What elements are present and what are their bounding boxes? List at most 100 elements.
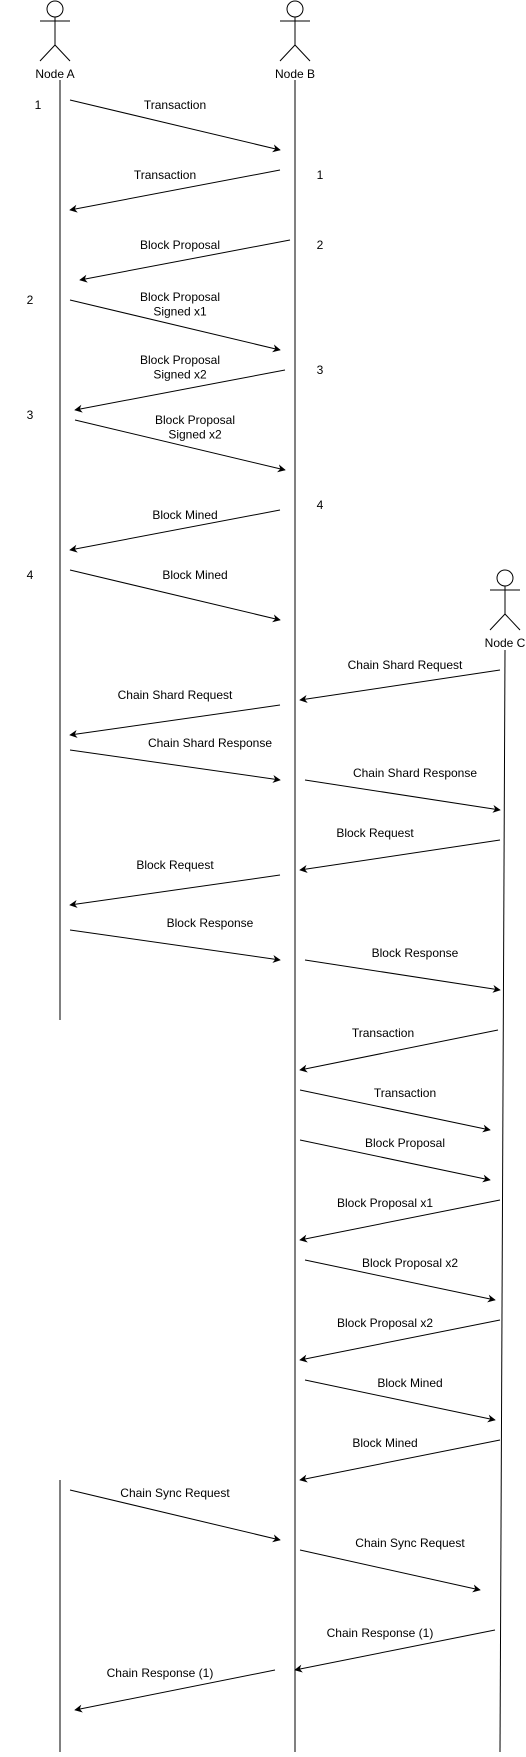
actor-left-leg [279,44,296,62]
message-arrow [299,1139,491,1183]
message-label: Chain Response (1) [107,1666,214,1680]
step-number: 2 [27,293,34,307]
message-label: Block Request [336,826,414,840]
message-label: Chain Shard Request [118,688,233,702]
message-arrow [299,669,501,703]
actor-right-leg [54,44,71,62]
actor-head-icon [496,569,514,587]
message-label: Chain Sync Request [355,1536,465,1550]
message-label: Block Mined [377,1376,442,1390]
message-label: Transaction [374,1086,436,1100]
actor-name-label: Node A [35,67,74,81]
message-arrow [74,1669,276,1713]
message-arrow [304,959,501,993]
step-number: 4 [317,498,324,512]
message-label: Chain Shard Response [353,766,477,780]
message-arrow [69,169,281,213]
message-arrow [79,239,291,283]
message-20: Block Proposal x1 [299,1196,501,1243]
message-arrow [304,779,501,813]
message-label: Block Proposal [155,413,235,427]
message-label: Block Response [167,916,254,930]
message-label: Signed x2 [153,368,207,382]
message-arrow [74,419,286,473]
message-arrow [69,509,281,553]
message-11: Chain Shard Response [69,736,281,783]
message-arrow [69,569,281,623]
message-27: Chain Response (1) [294,1626,496,1673]
actor-node-a: Node A [35,0,75,81]
message-25: Chain Sync Request [69,1486,281,1543]
message-arrow [299,1439,501,1483]
message-3: Block Proposal [79,238,291,283]
message-arrow [304,1259,496,1303]
message-arrow [69,1489,281,1543]
message-label: Block Proposal x1 [337,1196,433,1210]
message-label: Chain Response (1) [327,1626,434,1640]
message-arrow [299,839,501,873]
message-9: Chain Shard Request [299,658,501,703]
message-label: Signed x1 [153,305,207,319]
message-label: Signed x2 [168,428,222,442]
actor-name-label: Node B [275,67,315,81]
actor-left-leg [39,44,56,62]
lifelines-layer [59,80,506,1753]
lifeline-node-c [499,649,506,1753]
message-16: Block Response [304,946,501,993]
message-24: Block Mined [299,1436,501,1483]
message-17: Transaction [299,1026,499,1073]
message-arrow [69,874,281,908]
message-label: Block Proposal [140,238,220,252]
message-label: Block Request [136,858,214,872]
message-label: Transaction [352,1026,414,1040]
message-arrow [69,299,281,353]
message-1: Transaction [69,98,281,153]
actor-head-icon [46,0,64,18]
message-label: Chain Shard Request [348,658,463,672]
message-arrow [299,1549,481,1593]
actor-head-icon [286,0,304,18]
step-number: 4 [27,568,34,582]
step-number: 1 [317,168,324,182]
message-label: Block Proposal x2 [362,1256,458,1270]
message-arrow [69,929,281,963]
message-label: Chain Shard Response [148,736,272,750]
message-label: Block Proposal [140,353,220,367]
message-2: Transaction [69,168,281,213]
message-arrow [299,1199,501,1243]
message-label: Block Mined [352,1436,417,1450]
step-number: 2 [317,238,324,252]
message-28: Chain Response (1) [74,1666,276,1713]
message-arrow [74,369,286,413]
message-23: Block Mined [304,1376,496,1423]
message-label: Chain Sync Request [120,1486,230,1500]
actor-node-b: Node B [275,0,315,81]
message-label: Block Mined [162,568,227,582]
message-label: Block Proposal [140,290,220,304]
message-21: Block Proposal x2 [304,1256,496,1303]
message-7: Block Mined [69,508,281,553]
step-number: 3 [317,363,324,377]
message-arrow [304,1379,496,1423]
message-15: Block Response [69,916,281,963]
message-arrow [69,99,281,153]
message-arrow [294,1629,496,1673]
message-13: Block Request [299,826,501,873]
message-label: Block Mined [152,508,217,522]
message-12: Chain Shard Response [304,766,501,813]
message-label: Block Proposal x2 [337,1316,433,1330]
message-arrow [299,1089,491,1133]
message-10: Chain Shard Request [69,688,281,738]
message-arrow [69,704,281,738]
message-19: Block Proposal [299,1136,491,1183]
message-18: Transaction [299,1086,491,1133]
step-number: 1 [35,98,42,112]
